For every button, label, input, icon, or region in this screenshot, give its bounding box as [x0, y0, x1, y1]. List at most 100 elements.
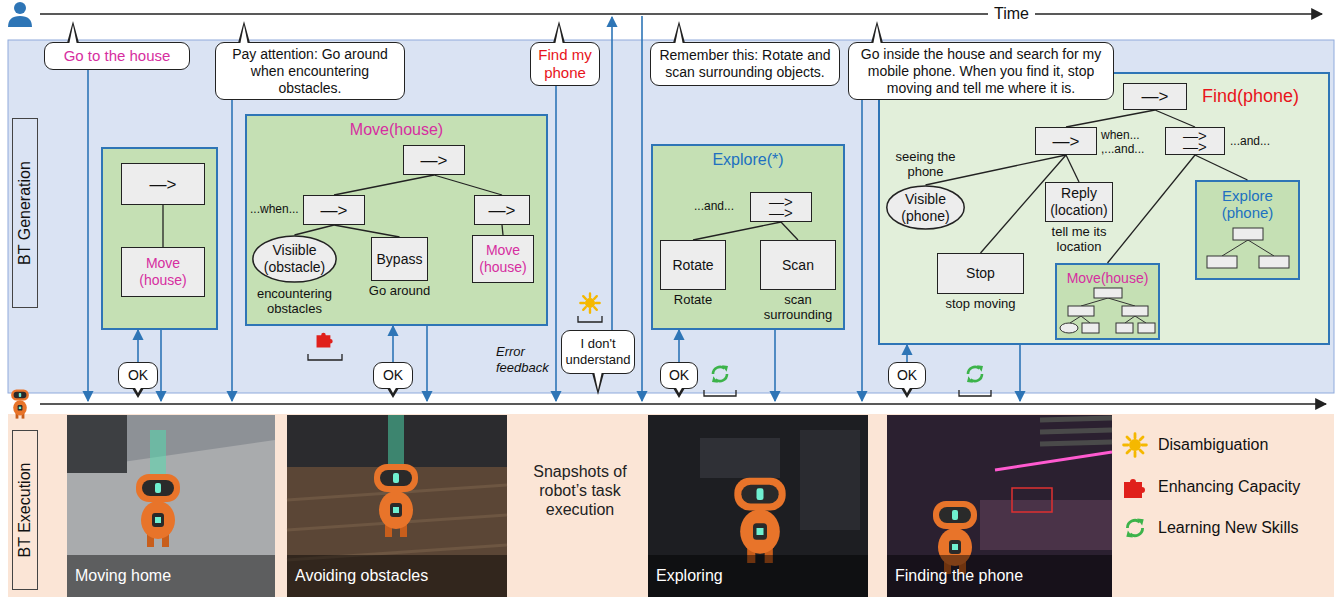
node-text: Rotate: [672, 257, 713, 274]
snapshot-wall: [287, 415, 507, 467]
box-title: Move(house): [1057, 270, 1158, 286]
feedback-arrow: [392, 326, 394, 362]
snapshot-bed: [980, 500, 1112, 550]
speech-bubble: Find my phone: [530, 42, 600, 86]
action-node: Move (house): [121, 247, 205, 297]
node-content: Rotate: [664, 257, 722, 274]
instruction-arrow: [555, 70, 557, 401]
snapshot-caption: Exploring: [656, 566, 723, 585]
robot-beam: [388, 415, 404, 465]
node-caption: scan surrounding: [758, 292, 838, 322]
legend-symbol: [1124, 434, 1147, 457]
capacity-icon: [317, 333, 333, 348]
operator-symbol: —>: [1183, 141, 1207, 152]
legend-symbol: [1126, 518, 1143, 537]
snapshot-3: [648, 415, 868, 597]
reply-bubble: OK: [888, 362, 926, 389]
mini-node: [1233, 228, 1263, 240]
annotation: ...and...: [694, 199, 734, 213]
bracket: [959, 390, 991, 396]
box-title: Explore(*): [653, 151, 843, 169]
axis-title: Time: [988, 4, 1035, 23]
behavior-tree-box: Move(house) —> —> Visiible (obstacle)encoun…: [245, 114, 548, 326]
speech-bubble: Go to the house: [44, 42, 190, 70]
detection-box: [1012, 488, 1052, 512]
legend-text: Enhancing Capacity: [1158, 477, 1300, 496]
node-content: Visible (phone): [889, 191, 962, 225]
action-node: Reply (location)tell me its location: [1045, 182, 1113, 222]
robot-axis: [40, 403, 1326, 405]
robot-beam: [150, 430, 166, 474]
node-text: Stop: [966, 265, 995, 282]
behavior-tree-box: Find(phone)—>—>—>—>seeing the phoneVisib…: [878, 72, 1330, 345]
skill-icon: [967, 365, 983, 383]
reply-bubble: I don't understand: [561, 330, 635, 374]
legend-text: Learning New Skills: [1158, 518, 1299, 537]
node-content: —>: [1127, 88, 1183, 105]
feedback-arrow: [906, 345, 908, 362]
parallel-node: —>—>: [1165, 127, 1225, 155]
node-caption: Go around: [360, 283, 440, 298]
action-node: BypassGo around: [371, 237, 428, 281]
skill-icon: [712, 365, 728, 383]
user-body: [8, 16, 32, 27]
condition-shape: [253, 236, 336, 282]
sequence-node: —>: [121, 163, 205, 205]
node-caption: Rotate: [653, 292, 733, 307]
connectors: [138, 110, 1248, 362]
deploy-arrow: [160, 330, 162, 401]
node-content: Find my phone: [537, 46, 593, 82]
snapshot-caption: Moving home: [75, 566, 171, 585]
section-label: BT Execution: [12, 430, 38, 590]
speech-bubble: Remember this: Rotate and scan surroundi…: [650, 42, 840, 86]
disambiguation-icon: [580, 293, 599, 312]
node-content: —>: [407, 152, 461, 169]
node-text: Remember this: Rotate and scan surroundi…: [657, 47, 833, 81]
instruction-arrow: [231, 70, 233, 401]
node-content: Pay attention: Go around when encounteri…: [222, 46, 398, 96]
legend-icon: [1122, 515, 1148, 541]
annotation: ...when...: [250, 202, 299, 216]
snapshot-shade: [648, 555, 868, 597]
robot-figure: [734, 478, 785, 563]
speech-bubble: Go inside the house and search for my mo…: [848, 42, 1114, 100]
node-text: I don't understand: [564, 336, 632, 367]
deploy-arrow: [426, 326, 428, 401]
node-text: OK: [897, 367, 917, 384]
snapshot-ground: [287, 415, 507, 597]
instruction-arrow: [641, 16, 643, 401]
parallel-node: —>—>: [750, 192, 812, 222]
snapshot-shelf: [800, 430, 860, 530]
node-content: Move (house): [476, 242, 530, 276]
node-content: Go inside the house and search for my mo…: [855, 46, 1107, 96]
operator-symbol: —>: [421, 152, 448, 169]
node-content: —>: [1039, 133, 1093, 150]
action-node: Stopstop moving: [937, 253, 1024, 294]
behavior-tree-box: Explore(*)—>—>RotateRotateScanscan surro…: [651, 144, 845, 330]
node-text: Reply (location): [1049, 185, 1109, 219]
legend-symbol: [1124, 479, 1145, 498]
snapshot-caption: Avoiding obstacles: [295, 566, 428, 585]
snapshot-ground: [648, 415, 868, 597]
snapshot-shade: [287, 555, 507, 597]
operator-symbol: —>: [1142, 88, 1169, 105]
condition-node: seeing the phoneVisible (phone): [886, 185, 965, 230]
node-text: Go to the house: [64, 47, 171, 65]
condition-node: Visiible (obstacle)encountering obstacle…: [252, 235, 337, 283]
snapshot-shade: [887, 555, 1112, 597]
node-caption: stop moving: [931, 296, 1031, 311]
node-content: Move (house): [125, 255, 201, 289]
box-title: Explore (phone): [1197, 187, 1298, 222]
robot-icon: [11, 389, 29, 418]
node-content: Go to the house: [51, 47, 183, 65]
node-content: Scan: [764, 257, 832, 274]
node-content: I don't understand: [564, 336, 632, 367]
mini-node: [1122, 306, 1148, 316]
bracket: [704, 390, 736, 396]
box-title: Move(house): [247, 121, 546, 139]
snapshot-wall: [67, 415, 127, 473]
sequence-node: —>: [474, 195, 530, 225]
node-text: Find my phone: [537, 46, 593, 82]
box-title: Find(phone): [1202, 86, 1299, 107]
wall-stripes: [1040, 418, 1112, 444]
